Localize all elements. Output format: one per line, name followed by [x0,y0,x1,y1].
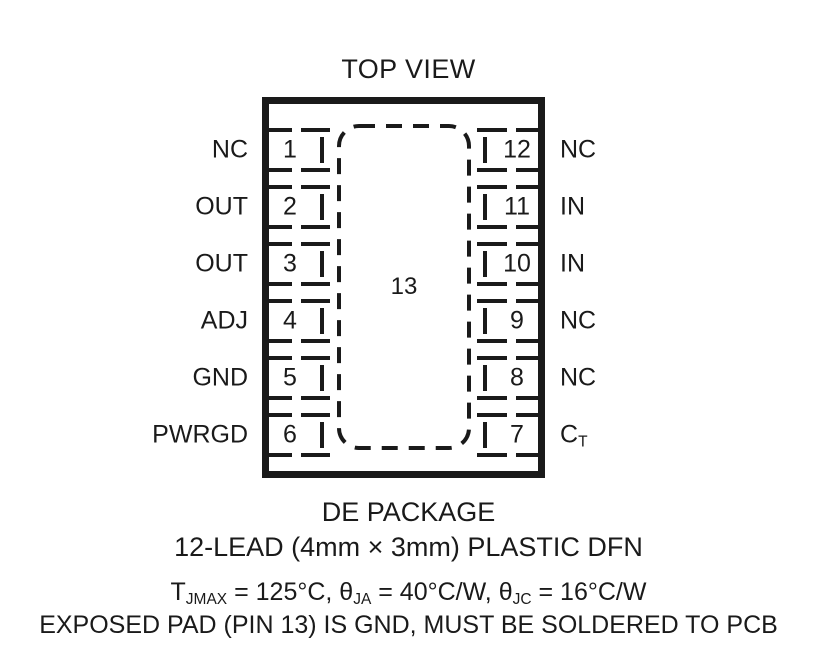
theta-ja-symbol: θ [339,578,354,606]
exposed-pad-number: 13 [390,273,418,300]
pin-lead-gap-bottom [507,339,516,344]
pin-lead-gap-top [507,127,516,132]
thermal-specs-caption: TJMAX = 125°C, θJA = 40°C/W, θJC = 16°C/… [0,578,817,609]
pin-4: 4 [262,298,330,344]
pin-lead-gap-bottom [507,453,516,458]
pin-lead-gap-top [507,355,516,360]
pin-number: 3 [283,249,297,278]
pin-11: 11 [477,184,545,230]
pin-label-1: NC [211,135,248,164]
pin-label-11: IN [560,192,585,221]
pin-inner-tick [483,365,487,391]
top-view-title: TOP VIEW [341,54,476,84]
pin-2: 2 [262,184,330,230]
pin-lead-gap-bottom [507,396,516,401]
pin-inner-tick [320,308,324,334]
exposed-pad-outline: 13 [337,124,471,450]
pin-inner-tick [483,422,487,448]
pin-inner-tick [483,308,487,334]
pin-number: 4 [283,306,297,335]
pin-lead-gap-top [507,298,516,303]
pin-6: 6 [262,412,330,458]
pin-number: 12 [503,135,531,164]
pin-label-5: GND [192,363,248,392]
package-name-caption: DE PACKAGE [321,497,496,527]
pin-number: 9 [510,306,524,335]
pin-lead-gap-bottom [507,282,516,287]
pin-lead-gap-bottom [292,168,301,173]
theta-jc-subscript: JC [512,591,532,609]
pin-inner-tick [483,137,487,163]
pin-lead-gap-top [507,412,516,417]
pin-label-8: NC [560,363,597,392]
pin-inner-tick [320,422,324,448]
pin-lead-gap-bottom [292,225,301,230]
exposed-pad-note-caption: EXPOSED PAD (PIN 13) IS GND, MUST BE SOL… [39,611,778,639]
theta-ja-value: = 40°C/W, [371,578,499,606]
pin-number: 5 [283,363,297,392]
pin-number: 1 [283,135,297,164]
tjmax-symbol: T [170,578,186,606]
pin-inner-tick [483,194,487,220]
pin-inner-tick [320,251,324,277]
pin-inner-tick [320,194,324,220]
pin-number: 10 [503,249,531,278]
pin-number: 2 [283,192,297,221]
pin-lead-gap-top [292,241,301,246]
theta-jc-symbol: θ [498,578,513,606]
tjmax-value: = 125°C, [227,578,340,606]
pin-lead-gap-top [507,241,516,246]
pin-lead-gap-top [292,412,301,417]
pin-12: 12 [477,127,545,173]
pin-number: 6 [283,420,297,449]
pin-label-6: PWRGD [152,420,248,449]
pin-1: 1 [262,127,330,173]
pin-lead-gap-bottom [507,225,516,230]
theta-ja-subscript: JA [353,591,372,609]
pin-inner-tick [320,137,324,163]
pin-lead-gap-top [292,355,301,360]
pin-label-7-base: C [560,420,579,449]
pin-label-4: ADJ [200,306,248,335]
pin-label-7: CT [560,420,588,451]
pin-label-7-subscript: T [578,433,588,451]
pin-lead-gap-top [292,298,301,303]
pin-label-2: OUT [195,192,248,221]
pin-label-12: NC [560,135,597,164]
pin-label-10: IN [560,249,585,278]
pin-lead-gap-bottom [292,339,301,344]
pin-lead-gap-bottom [507,168,516,173]
package-description-caption: 12-LEAD (4mm × 3mm) PLASTIC DFN [174,532,643,562]
pin-lead-gap-top [507,184,516,189]
pin-7: 7 [477,412,545,458]
pin-10: 10 [477,241,545,287]
pin-inner-tick [483,251,487,277]
pin-lead-gap-bottom [292,453,301,458]
pin-3: 3 [262,241,330,287]
pin-number: 7 [510,420,524,449]
pin-9: 9 [477,298,545,344]
pin-inner-tick [320,365,324,391]
theta-jc-value: = 16°C/W [531,578,647,606]
pin-lead-gap-bottom [292,282,301,287]
pin-8: 8 [477,355,545,401]
pin-number: 11 [504,192,530,221]
pin-lead-gap-top [292,184,301,189]
pin-lead-gap-bottom [292,396,301,401]
pin-lead-gap-top [292,127,301,132]
tjmax-subscript: JMAX [185,591,228,609]
pin-label-9: NC [560,306,597,335]
pin-5: 5 [262,355,330,401]
pin-number: 8 [510,363,524,392]
pin-label-3: OUT [195,249,248,278]
